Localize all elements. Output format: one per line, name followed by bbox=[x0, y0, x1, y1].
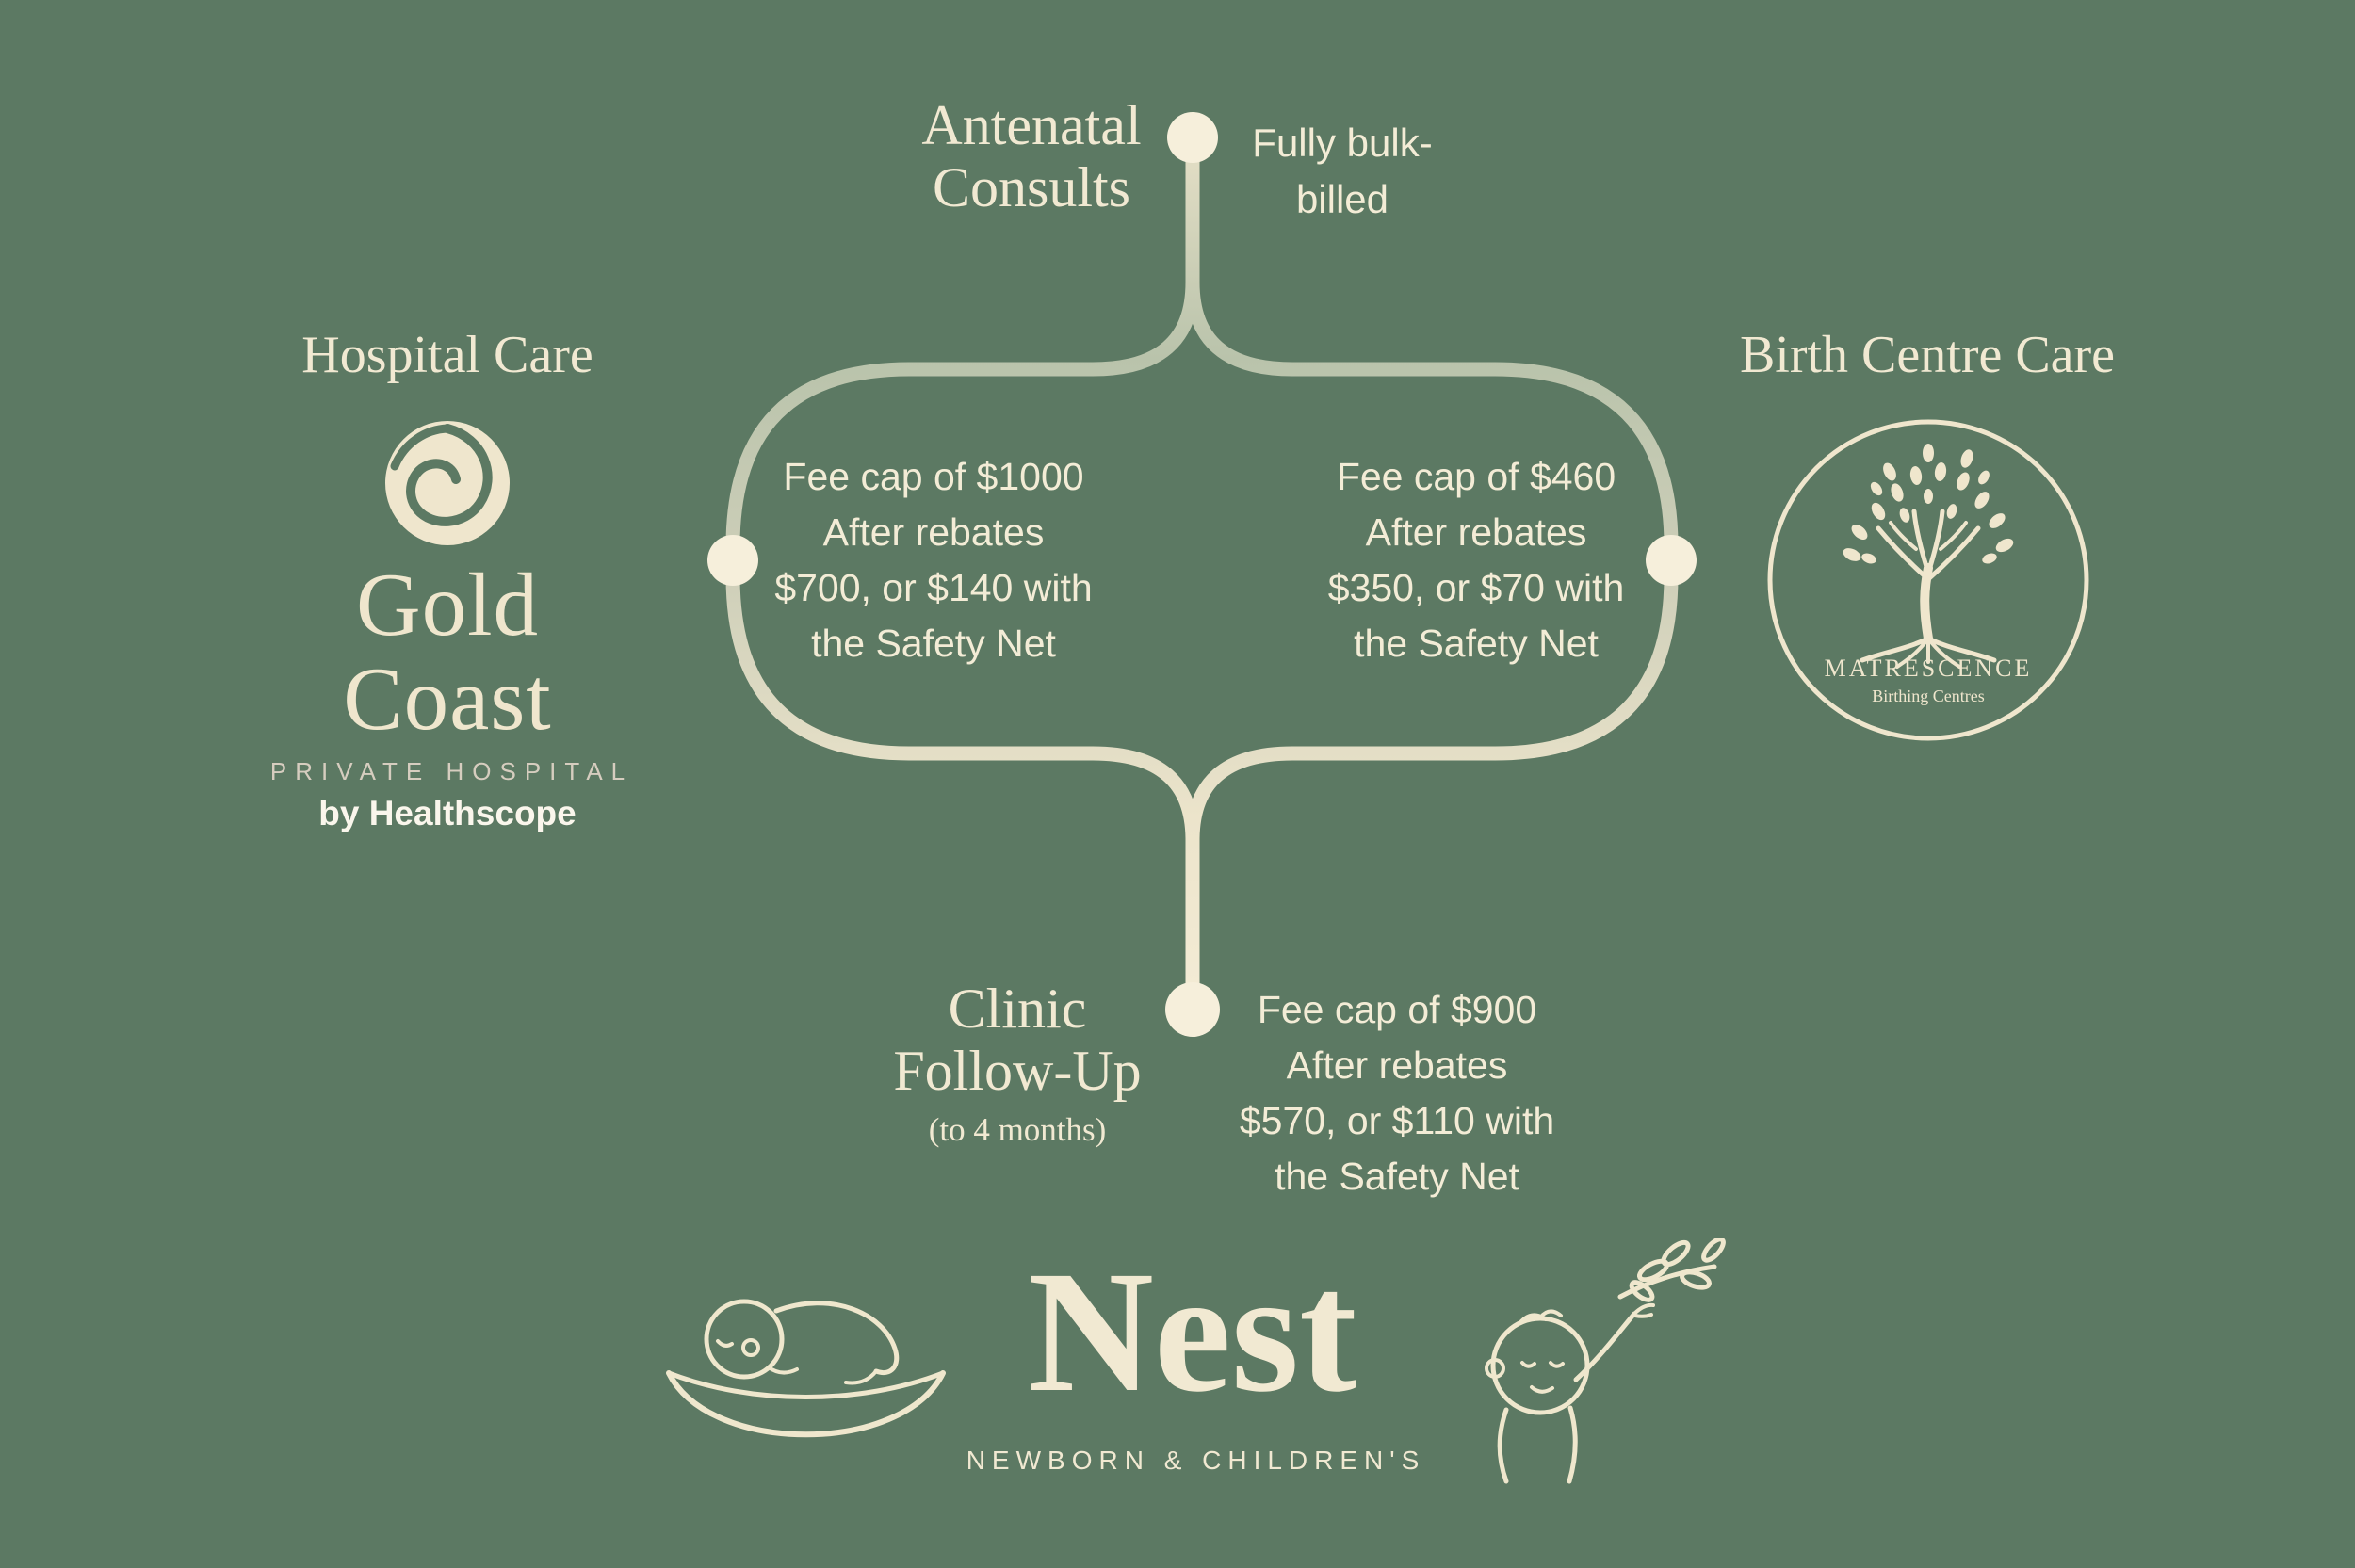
hospital-care-title: Hospital Care bbox=[301, 326, 593, 384]
node-antenatal bbox=[1167, 112, 1218, 163]
gold-coast-logo: Gold Coast PRIVATE HOSPITAL by Healthsco… bbox=[259, 417, 636, 833]
matrescence-tree-icon bbox=[1767, 419, 2089, 741]
clinic-follow-up-block: Clinic Follow-Up (to 4 months) bbox=[782, 978, 1253, 1149]
connector-nodes bbox=[707, 112, 1697, 1037]
tree-leaves bbox=[1843, 444, 2014, 564]
node-follow-up bbox=[1165, 982, 1220, 1037]
clinic-follow-up-title: Clinic Follow-Up bbox=[893, 978, 1142, 1102]
matrescence-name: MATRESCENCE bbox=[1824, 655, 2033, 682]
gold-coast-subtitle: PRIVATE HOSPITAL bbox=[269, 757, 634, 785]
nest-name: Nest bbox=[1028, 1236, 1357, 1429]
follow-up-duration: (to 4 months) bbox=[928, 1111, 1107, 1148]
birth-centre-care-title: Birth Centre Care bbox=[1739, 326, 2116, 384]
node-hospital bbox=[707, 535, 758, 586]
hospital-fee-text: Fee cap of $1000 After rebates $700, or … bbox=[774, 455, 1093, 665]
sleeping-baby-icon bbox=[666, 1299, 946, 1438]
node-birth-centre bbox=[1646, 535, 1697, 586]
gold-coast-name: Gold Coast bbox=[343, 555, 552, 749]
follow-up-fee-text: Fee cap of $900 After rebates $570, or $… bbox=[1239, 988, 1555, 1198]
matrescence-logo: MATRESCENCE Birthing Centres bbox=[1765, 417, 2091, 743]
antenatal-consults-title: Antenatal Consults bbox=[921, 94, 1142, 218]
child-with-branch-icon bbox=[1485, 1238, 1726, 1484]
gold-coast-swirl-icon bbox=[385, 421, 510, 545]
birth-centre-fee-text: Fee cap of $460 After rebates $350, or $… bbox=[1327, 455, 1625, 665]
matrescence-subtitle: Birthing Centres bbox=[1872, 687, 1985, 705]
gold-coast-byline: by Healthscope bbox=[318, 794, 577, 832]
nest-subtitle: NEWBORN & CHILDREN'S bbox=[966, 1446, 1426, 1475]
bulk-billed-note: Fully bulk- billed bbox=[1252, 121, 1433, 221]
